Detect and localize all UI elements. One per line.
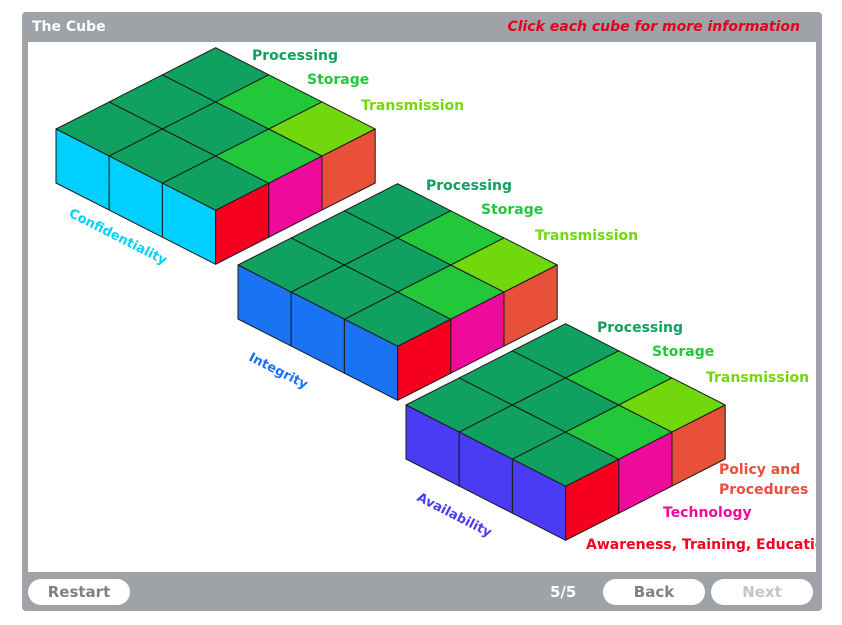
cube1-transmission-label: Transmission — [361, 98, 464, 114]
policy-label-line2: Procedures — [719, 482, 808, 498]
back-button[interactable]: Back — [603, 579, 705, 605]
cube1-side-cell[interactable] — [321, 128, 376, 211]
next-button[interactable]: Next — [711, 579, 813, 605]
cube3-transmission-label: Transmission — [706, 370, 809, 386]
cube2-processing-label: Processing — [426, 178, 512, 194]
nav-footer: Restart 5/5 Back Next — [22, 572, 822, 611]
cube-2[interactable] — [237, 183, 558, 401]
instruction-text: Click each cube for more information — [507, 19, 800, 35]
title-bar: The Cube Click each cube for more inform… — [22, 12, 822, 42]
cube1-processing-label: Processing — [252, 48, 338, 64]
restart-button[interactable]: Restart — [28, 579, 130, 605]
cube2-dimension-label: Integrity — [246, 350, 310, 393]
slide-title: The Cube — [32, 19, 106, 35]
slide-stage: Processing Storage Transmission Confiden… — [28, 42, 816, 572]
technology-label: Technology — [663, 505, 752, 521]
cube1-storage-label: Storage — [307, 72, 369, 88]
player-window: The Cube Click each cube for more inform… — [22, 12, 822, 611]
cube-diagram: Processing Storage Transmission Confiden… — [55, 47, 816, 553]
policy-label-line1: Policy and — [719, 462, 800, 478]
cube3-storage-label: Storage — [652, 344, 714, 360]
awareness-label: Awareness, Training, Education — [586, 537, 816, 553]
cube2-transmission-label: Transmission — [535, 228, 638, 244]
cube3-side-cell[interactable] — [671, 404, 726, 487]
cube-1[interactable] — [55, 47, 376, 265]
cube-3[interactable] — [405, 323, 726, 541]
page-indicator: 5/5 — [550, 583, 577, 601]
cube2-storage-label: Storage — [481, 202, 543, 218]
cube3-processing-label: Processing — [597, 320, 683, 336]
cube2-side-cell[interactable] — [503, 264, 558, 347]
